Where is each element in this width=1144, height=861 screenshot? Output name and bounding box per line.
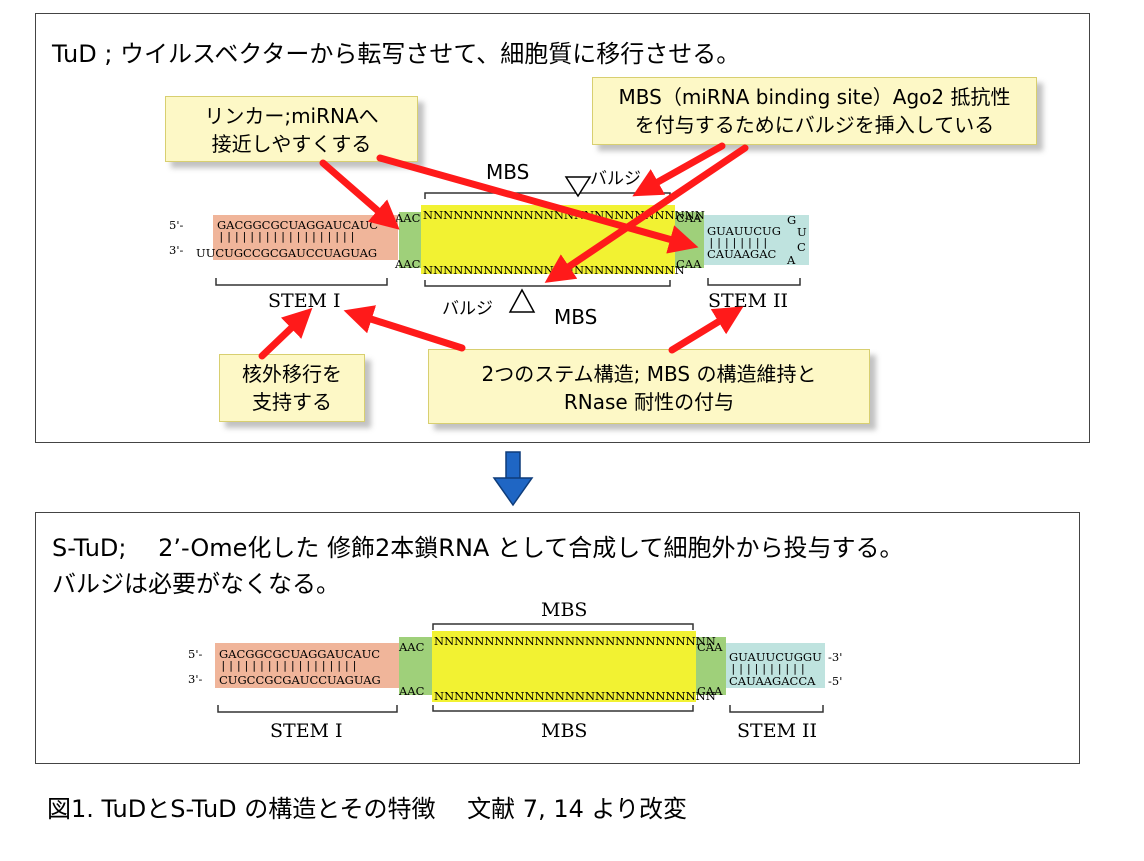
stud-linker-aac-top: AAC (399, 640, 425, 654)
arrow-linker-right (376, 154, 699, 254)
stem1-bonds: |||||||||||||||||| (218, 230, 358, 243)
stem2-box (704, 215, 809, 265)
bottom-brackets (217, 623, 824, 713)
loop-a: A (787, 253, 796, 267)
stem-i-label: STEM I (268, 290, 341, 312)
stud-five-prime: 5'- (188, 647, 203, 661)
loop-g: G (787, 213, 797, 227)
stud-mbs-box (432, 631, 696, 702)
callout-stems: 2つのステム構造; MBS の構造維持と RNase 耐性の付与 (428, 349, 870, 424)
arrow-mbs-top (632, 142, 726, 197)
linker-aac-box (399, 212, 421, 268)
stud-stem2-box (726, 643, 825, 688)
stud-stem2-bonds: |||||||||| (730, 662, 808, 675)
stem2-bracket (707, 278, 801, 286)
callout-export-line2: 支持する (252, 390, 332, 414)
callout-mbs: MBS（miRNA binding site）Ago2 抵抗性 を付与するために… (592, 77, 1037, 145)
three-prime-label: 3'- (169, 243, 184, 257)
stud-stem1-box (215, 643, 399, 688)
stud-mbs-bottom-label: MBS (541, 720, 588, 742)
arrow-linker-left (319, 159, 400, 230)
top-brackets (215, 192, 801, 287)
stud-stem-i-label: STEM I (270, 720, 343, 742)
linker-aac-bottom: AAC (395, 257, 421, 271)
stud-linker-caa-top: CAA (697, 640, 723, 654)
stud-stem1-bracket (217, 705, 398, 713)
mbs-bottom-bracket (424, 280, 671, 287)
stem2-bottom-seq: CAUAAGAC (707, 247, 777, 261)
bulge-bottom-label: バルジ (442, 299, 493, 319)
callout-stems-line2: RNase 耐性の付与 (563, 390, 735, 414)
stem1-box (213, 215, 398, 260)
arrow-mbs-bottom (544, 144, 749, 283)
arrow-stems-left (343, 305, 466, 352)
linker-aac-top: AAC (395, 211, 421, 225)
mbs-bottom-label: MBS (554, 305, 598, 329)
mbs-top-label: MBS (486, 160, 530, 184)
stud-mbs-top-seq: NNNNNNNNNNNNNNNNNNNNNNNNNNNN (434, 634, 716, 648)
five-prime-label: 5'- (169, 218, 184, 232)
stud-linker-aac-bottom: AAC (399, 684, 425, 698)
stud-linker-caa-bottom: CAA (697, 684, 723, 698)
bulge-bottom-triangle (508, 288, 536, 313)
callout-linker-line2: 接近しやすくする (211, 132, 372, 156)
stud-stem1-bottom-seq: CUGCCGCGAUCCUAGUAG (219, 673, 381, 687)
stud-heading-line1: S-TuD; 2’-Ome化した 修飾2本鎖RNA として合成して細胞外から投与… (52, 534, 904, 562)
stud-stem1-bonds: |||||||||||||||||| (220, 659, 360, 672)
linker-caa-bottom: CAA (676, 257, 702, 271)
figure-caption: 図1. TuDとS-TuD の構造とその特徴 文献 7, 14 より改変 (47, 795, 688, 823)
stem1-top-seq: GACGGCGCUAGGAUCAUC (217, 218, 379, 232)
callout-linker: リンカー;miRNAへ 接近しやすくする (165, 96, 418, 162)
callout-linker-line1: リンカー;miRNAへ (204, 104, 379, 128)
red-arrows (258, 142, 749, 360)
stud-heading-line2: バルジは必要がなくなる。 (52, 570, 340, 598)
stud-linker-caa-box (696, 637, 726, 695)
callout-export: 核外移行を 支持する (219, 354, 365, 422)
arrow-stems-right (668, 306, 744, 354)
stud-mbs-top-bracket (432, 623, 694, 630)
stud-end-bottom: -5' (828, 674, 843, 688)
stud-stem1-top-seq: GACGGCGCUAGGAUCAUC (219, 647, 381, 661)
bulge-top-triangle (564, 176, 592, 198)
stud-linker-aac-box (399, 637, 432, 695)
stud-stem2-bottom-seq: CAUAAGACCA (729, 674, 816, 688)
mbs-top-bracket (424, 192, 671, 199)
stud-stem-ii-label: STEM II (737, 720, 818, 742)
callout-stems-line1: 2つのステム構造; MBS の構造維持と (481, 362, 817, 386)
callout-mbs-line1: MBS（miRNA binding site）Ago2 抵抗性 (618, 85, 1011, 109)
stem2-top-seq: GUAUUCUG (707, 224, 781, 238)
stud-stem2-top-seq: GUAUUCUGGU (729, 650, 822, 664)
stud-three-prime: 3'- (188, 672, 203, 686)
stud-mbs-top-label: MBS (541, 599, 588, 621)
stem1-bracket (215, 278, 388, 286)
stem1-bottom-seq: UUCUGCCGCGAUCCUAGUAG (196, 246, 378, 260)
stud-end-top: -3' (828, 650, 843, 664)
callout-mbs-line2: を付与するためにバルジを挿入している (634, 113, 995, 137)
loop-c: C (797, 240, 806, 254)
stud-mbs-bottom-bracket (432, 705, 694, 712)
tud-heading: TuD ; ウイルスベクターから転写させて、細胞質に移行させる。 (52, 40, 741, 68)
arrow-export (258, 307, 313, 360)
linker-caa-top: CAA (676, 211, 702, 225)
down-arrow-icon (492, 451, 534, 507)
stem2-bonds: |||||||| (708, 236, 770, 249)
bulge-top-label: バルジ (590, 169, 641, 189)
stud-mbs-bottom-seq: NNNNNNNNNNNNNNNNNNNNNNNNNNNN (434, 689, 716, 703)
stud-stem2-bracket (729, 705, 824, 713)
callout-export-line1: 核外移行を (242, 362, 342, 386)
loop-u: U (797, 225, 807, 239)
